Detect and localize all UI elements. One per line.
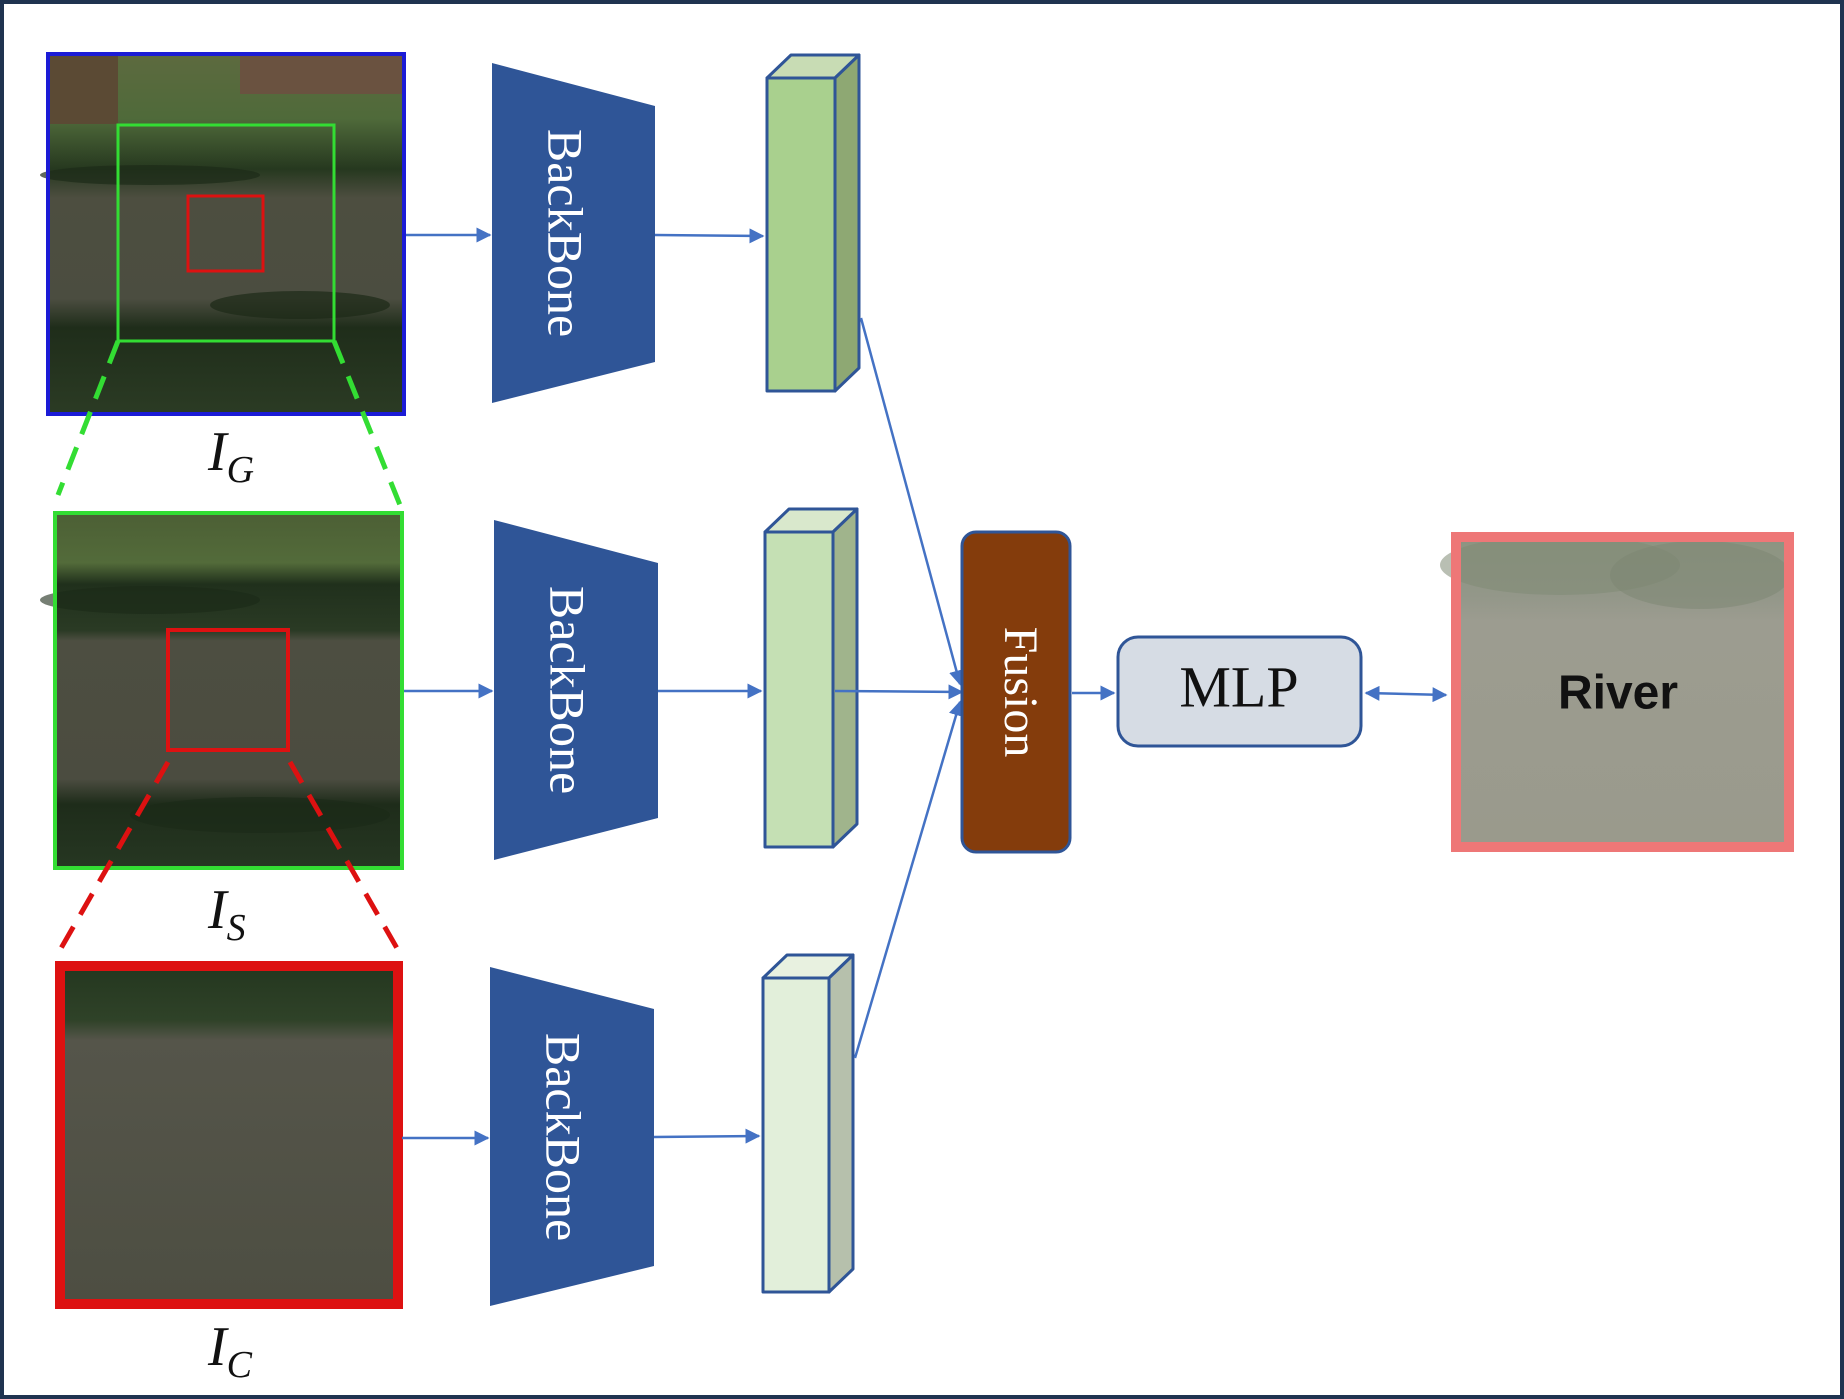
svg-text:BackBone: BackBone — [536, 1033, 592, 1241]
svg-text:Fusion: Fusion — [994, 627, 1047, 758]
input-image-scene — [40, 511, 404, 870]
input-image-global — [40, 52, 406, 416]
arrow-mlp-output-bidirectional — [1364, 685, 1448, 703]
feature-block-global — [765, 53, 861, 393]
arrow-feature-scene-to-fusion — [834, 684, 964, 700]
feature-block-center — [761, 953, 855, 1294]
mlp-block: MLP — [1116, 635, 1363, 748]
crop-box-center-on-scene — [166, 628, 290, 752]
backbone-global: BackBone — [492, 63, 655, 403]
arrow-feature-global-to-fusion — [859, 317, 964, 686]
output-prediction: River — [1440, 532, 1794, 852]
label-center-image: IC — [207, 1316, 253, 1386]
svg-text:BackBone: BackBone — [538, 129, 594, 337]
fusion-block: Fusion — [960, 530, 1072, 854]
label-scene-image: IS — [207, 879, 246, 949]
svg-text:MLP: MLP — [1179, 654, 1298, 719]
backbone-center: BackBone — [490, 967, 654, 1306]
crop-box-small-on-global — [116, 123, 336, 343]
arrow-backbone-global-to-feature — [654, 228, 765, 244]
zoom-line-left-green — [55, 340, 121, 496]
feature-block-scene — [763, 507, 859, 849]
output-class-label: River — [1558, 667, 1678, 720]
backbone-scene: BackBone — [494, 520, 658, 860]
arrow-backbone-center-to-feature — [653, 1128, 761, 1144]
input-image-center — [55, 961, 403, 1309]
svg-text:BackBone: BackBone — [540, 586, 596, 794]
arrow-feature-center-to-fusion — [853, 700, 964, 1059]
label-global-image: IG — [207, 421, 254, 491]
crop-box-center-on-global — [186, 194, 265, 273]
zoom-line-right-green — [331, 340, 403, 506]
